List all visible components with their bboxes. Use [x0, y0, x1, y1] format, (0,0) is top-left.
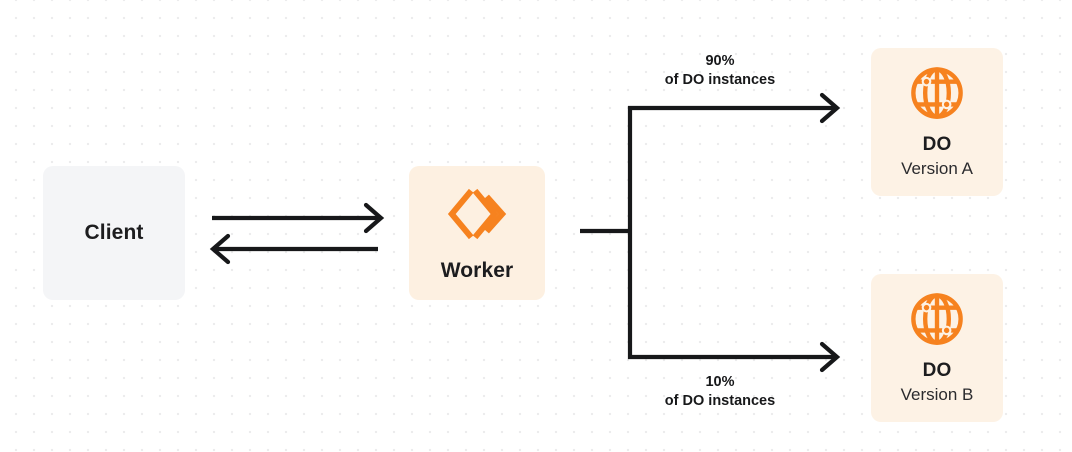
edge-branch-trunk: [580, 106, 633, 359]
node-client[interactable]: Client: [43, 166, 185, 300]
node-client-label: Client: [84, 221, 144, 244]
globe-icon: [909, 291, 965, 347]
cloudflare-workers-icon: [446, 183, 508, 245]
node-worker[interactable]: Worker: [409, 166, 545, 300]
node-do-a-version: Version A: [901, 159, 973, 178]
edge-worker-to-client: [209, 233, 378, 265]
edge-label-do-b: 10% of DO instances: [620, 373, 820, 411]
edge-label-do-b-percent: 10%: [705, 374, 735, 390]
node-worker-label: Worker: [440, 259, 514, 282]
edge-worker-to-do-b: [628, 341, 841, 373]
edge-client-to-worker: [212, 202, 385, 234]
edge-label-do-a: 90% of DO instances: [620, 52, 820, 90]
edge-worker-to-do-a: [628, 92, 841, 124]
edge-label-do-a-detail: of DO instances: [664, 72, 776, 89]
node-do-b-version: Version B: [900, 385, 974, 404]
globe-icon: [909, 65, 965, 121]
node-do-b-label: DO: [922, 360, 952, 381]
edge-label-do-a-percent: 90%: [705, 53, 735, 69]
edge-label-do-b-detail: of DO instances: [664, 393, 776, 410]
node-do-version-b[interactable]: DO Version B: [871, 274, 1003, 422]
node-do-version-a[interactable]: DO Version A: [871, 48, 1003, 196]
node-do-a-label: DO: [922, 134, 952, 155]
